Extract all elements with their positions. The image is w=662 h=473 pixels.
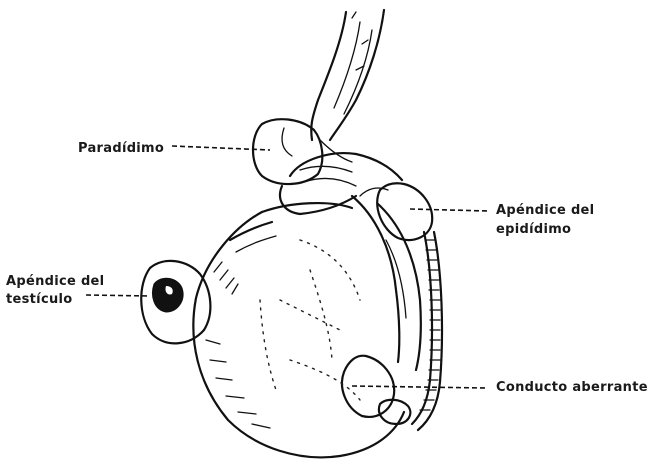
paradidymis-lobe	[253, 119, 322, 184]
label-paradidimo: Paradídimo	[78, 141, 164, 156]
testis-body	[193, 203, 404, 457]
leader-paradidimo	[172, 146, 270, 150]
aberrant-duct	[379, 232, 442, 430]
leader-conducto-aberrante	[352, 386, 486, 388]
leader-apendice-epididimo	[410, 209, 488, 211]
epididymis-body	[352, 196, 421, 370]
testis-upper-band	[214, 222, 276, 294]
label-conducto-aberrante: Conducto aberrante	[496, 380, 648, 395]
label-apendice-testiculo-line1: Apéndice del	[6, 274, 104, 289]
testis-appendix	[141, 261, 210, 343]
spermatic-cord	[311, 10, 384, 140]
label-apendice-testiculo-line2: testículo	[6, 292, 73, 307]
label-apendice-epididimo-line1: Apéndice del	[496, 203, 594, 218]
epididymis-head	[280, 140, 402, 214]
epididymis-appendix	[360, 183, 432, 240]
label-apendice-epididimo-line2: epidídimo	[496, 222, 571, 237]
